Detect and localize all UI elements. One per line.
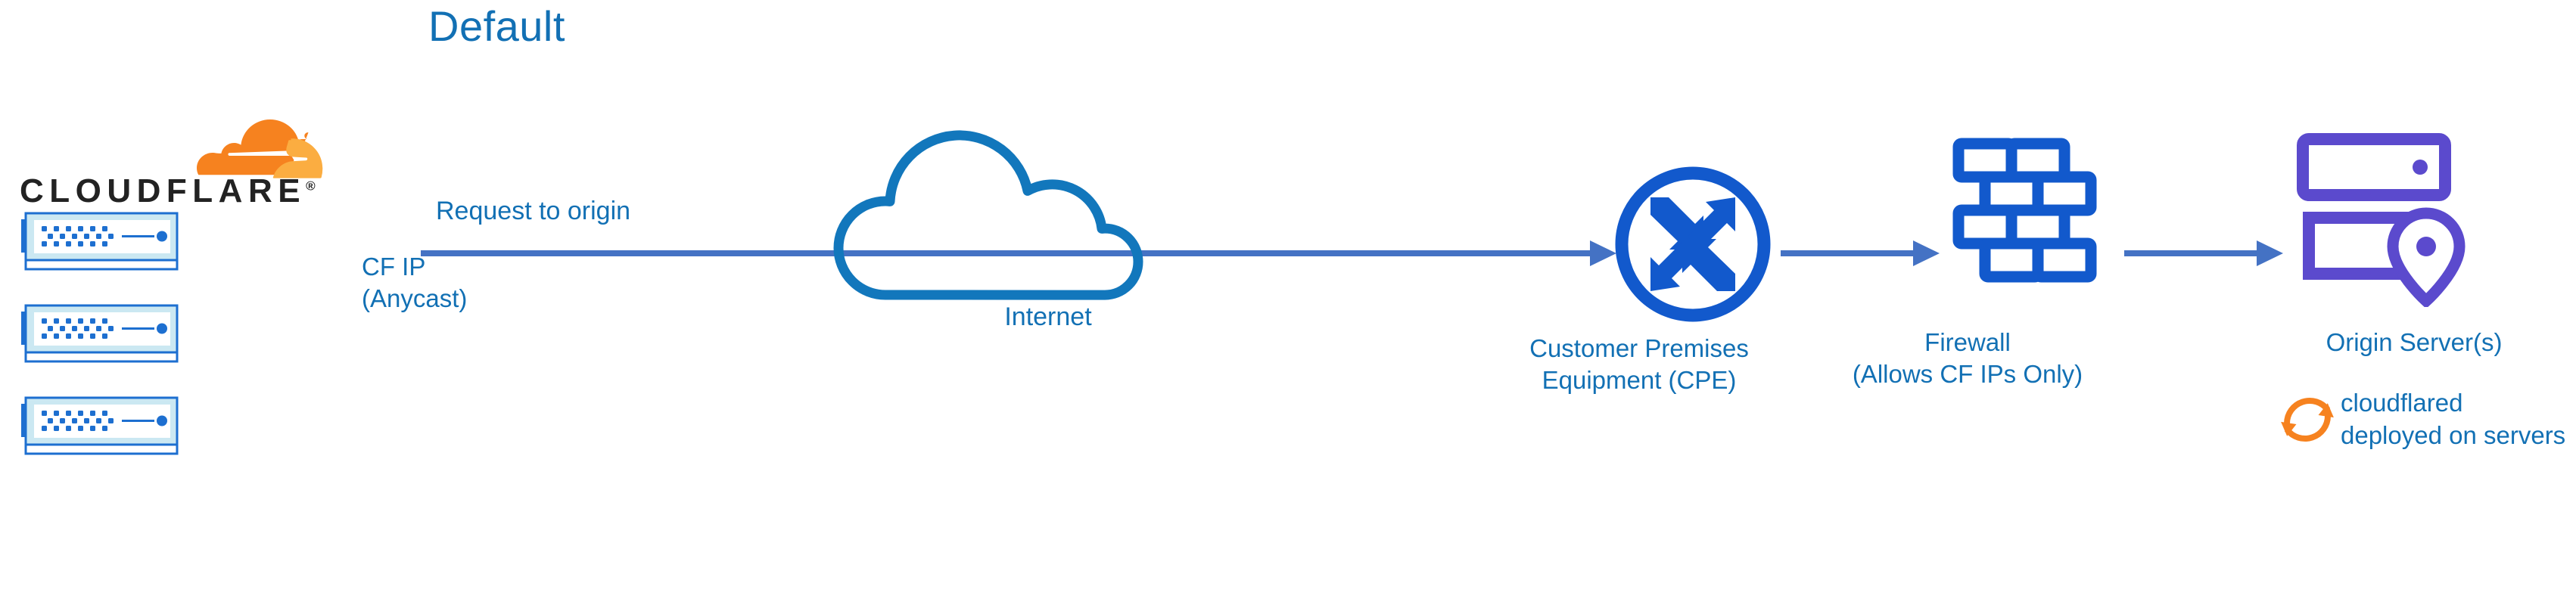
edge-cpe-firewall-arrow — [1781, 240, 1940, 266]
registered-mark: ® — [306, 178, 316, 194]
cloudflared-annotation-label: cloudflared deployed on servers — [2341, 389, 2566, 449]
sync-circle-icon — [2278, 390, 2337, 449]
router-icon — [1609, 160, 1777, 328]
cpe-label: Customer Premises Equipment (CPE) — [1427, 333, 1851, 396]
server-unit — [14, 395, 180, 457]
origin-server-label: Origin Server(s) — [2326, 328, 2503, 356]
edge-firewall-origin-arrow — [2124, 240, 2283, 266]
edge-main-arrow — [421, 240, 1616, 266]
server-unit — [14, 302, 180, 364]
cpe-label-line1: Customer Premises — [1529, 334, 1749, 362]
firewall-label-line1: Firewall — [1924, 328, 2011, 356]
cf-ip-line2: (Anycast) — [362, 284, 468, 313]
cloudflare-wordmark-text: CLOUDFLARE — [20, 172, 306, 209]
cloudflare-cloud-icon — [188, 104, 331, 186]
edge-main-label-below: CF IP (Anycast) — [362, 251, 467, 315]
origin-server-icon — [2297, 133, 2472, 307]
edge-main-label-above: Request to origin — [436, 197, 631, 225]
page-title: Default — [428, 2, 565, 50]
cloudflare-wordmark: CLOUDFLARE® — [20, 172, 316, 210]
server-unit — [14, 210, 180, 272]
firewall-label-line2: (Allows CF IPs Only) — [1852, 360, 2083, 389]
cpe-label-line2: Equipment (CPE) — [1542, 366, 1737, 395]
firewall-brick-wall-icon — [1952, 138, 2111, 305]
internet-label: Internet — [1004, 302, 1092, 331]
cloudflare-logo: CLOUDFLARE® — [20, 104, 323, 210]
firewall-label: Firewall (Allows CF IPs Only) — [1703, 327, 2232, 390]
internet-cloud-icon — [831, 106, 1270, 302]
cf-ip-line1: CF IP — [362, 253, 426, 281]
